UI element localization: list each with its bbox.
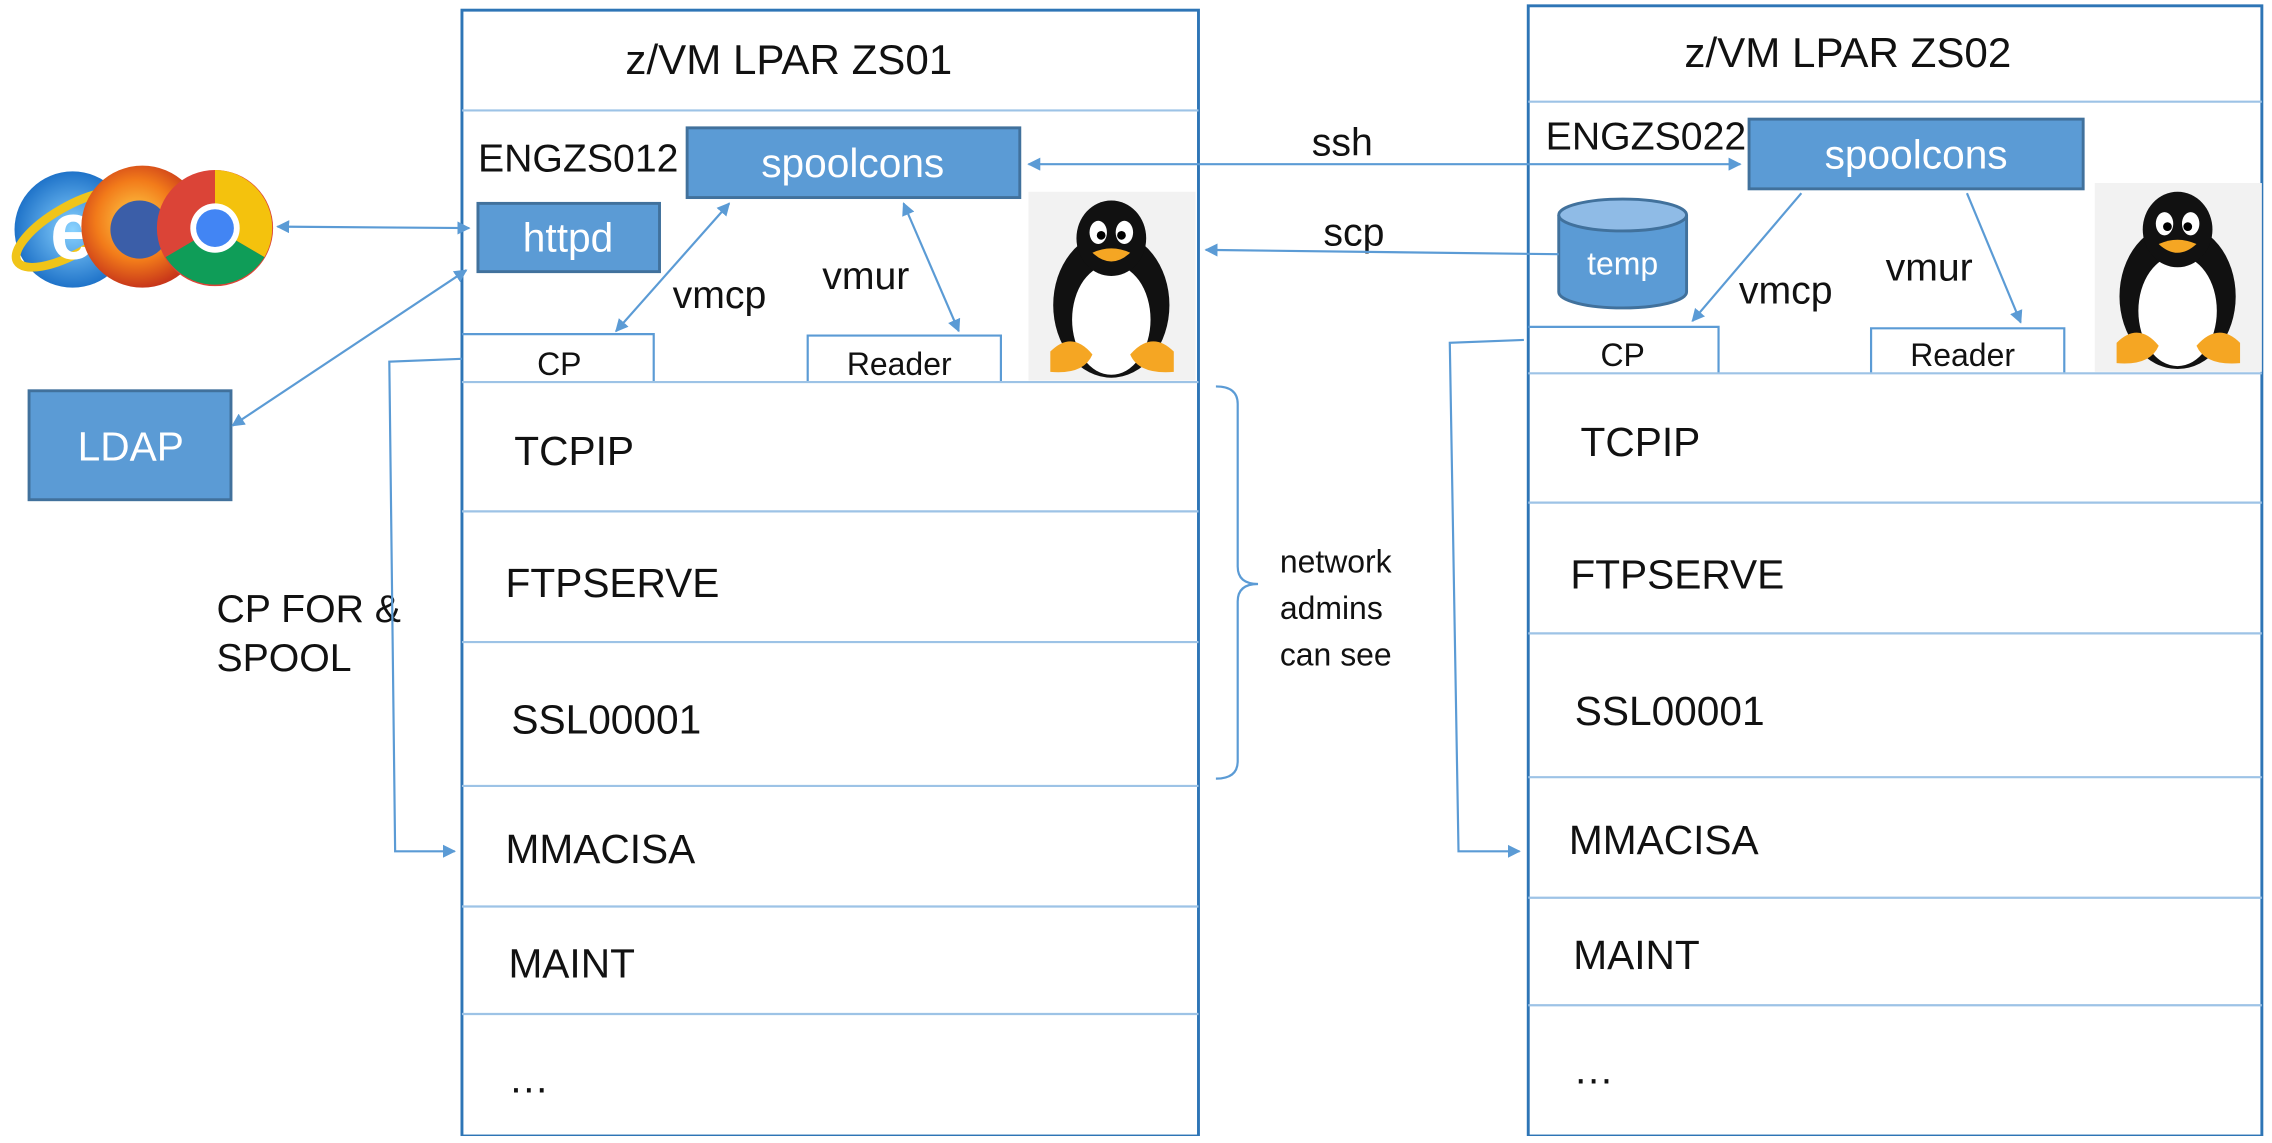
- row-tcpip: TCPIP: [514, 428, 634, 474]
- vmur-arrow: [902, 202, 961, 333]
- vmur-arrow: [1965, 192, 2023, 324]
- spoolcons-box[interactable]: [685, 126, 1022, 200]
- cp-tab: [461, 333, 655, 383]
- reader-tab: [1869, 327, 2066, 374]
- vmcp-label: vmcp: [1739, 269, 1833, 313]
- row-tcpip: TCPIP: [1581, 419, 1701, 465]
- tux-penguin-icon: [1028, 191, 1196, 381]
- cp-for-spool-line2: SPOOL: [216, 636, 351, 680]
- lpar-zs02-title: z/VM LPAR ZS02: [1684, 29, 2011, 76]
- cp-label: CP: [1600, 337, 1644, 373]
- row-maint: MAINT: [508, 941, 634, 987]
- vmcp-arrow: [615, 202, 731, 333]
- vmcp-arrow: [1691, 192, 1803, 323]
- lpar-zs01: z/VM LPAR ZS01 ENGZS012 spoolcons httpd …: [460, 8, 1200, 1138]
- tux-penguin-icon: [2094, 183, 2262, 372]
- ldap-box[interactable]: [27, 389, 233, 502]
- network-admins-line3: can see: [1280, 636, 1392, 672]
- row-more: …: [1573, 1047, 1614, 1093]
- ldap-httpd-arrow: [231, 269, 468, 427]
- network-admins-line1: network: [1280, 543, 1393, 579]
- ldap-label: LDAP: [78, 424, 184, 470]
- browser-httpd-arrow: [276, 220, 471, 235]
- temp-label: temp: [1587, 246, 1658, 282]
- row-ssl00001: SSL00001: [1575, 688, 1765, 734]
- guest-id-label: ENGZS012: [478, 136, 679, 180]
- row-more: …: [508, 1055, 549, 1101]
- cp-label: CP: [537, 346, 581, 382]
- httpd-label: httpd: [523, 214, 613, 260]
- lpar-zs01-title: z/VM LPAR ZS01: [625, 36, 952, 83]
- scp-label: scp: [1323, 211, 1384, 255]
- reader-tab: [806, 334, 1002, 383]
- cp-for-spool-line1: CP FOR &: [216, 587, 401, 631]
- row-mmacisa: MMACISA: [506, 826, 697, 872]
- cp-tab: [1528, 325, 1720, 374]
- cp-spool-arrow: [388, 357, 463, 858]
- network-admins-brace: [1215, 385, 1259, 780]
- vmur-label: vmur: [822, 254, 909, 298]
- row-mmacisa: MMACISA: [1569, 817, 1760, 863]
- reader-label: Reader: [1910, 337, 2015, 373]
- row-maint: MAINT: [1573, 932, 1699, 978]
- vmcp-label: vmcp: [673, 273, 767, 317]
- lpar-zs02: z/VM LPAR ZS02 ENGZS022 spoolcons temp v…: [1526, 4, 2264, 1138]
- ssh-label: ssh: [1312, 120, 1373, 164]
- browser-logos-icon: e: [11, 165, 274, 288]
- database-cylinder-icon[interactable]: [1557, 197, 1689, 310]
- scp-arrow: [1204, 243, 1559, 257]
- spoolcons-label: spoolcons: [761, 140, 944, 186]
- network-admins-line2: admins: [1280, 590, 1383, 626]
- spoolcons-label: spoolcons: [1825, 132, 2008, 178]
- spoolcons-box[interactable]: [1747, 117, 2085, 191]
- cp-spool-arrow: [1448, 338, 1524, 858]
- vmur-label: vmur: [1886, 245, 1973, 289]
- row-ftpserve: FTPSERVE: [506, 560, 720, 606]
- row-ssl00001: SSL00001: [511, 697, 701, 743]
- row-ftpserve: FTPSERVE: [1570, 551, 1784, 597]
- reader-label: Reader: [847, 346, 952, 382]
- guest-id-label: ENGZS022: [1546, 115, 1747, 159]
